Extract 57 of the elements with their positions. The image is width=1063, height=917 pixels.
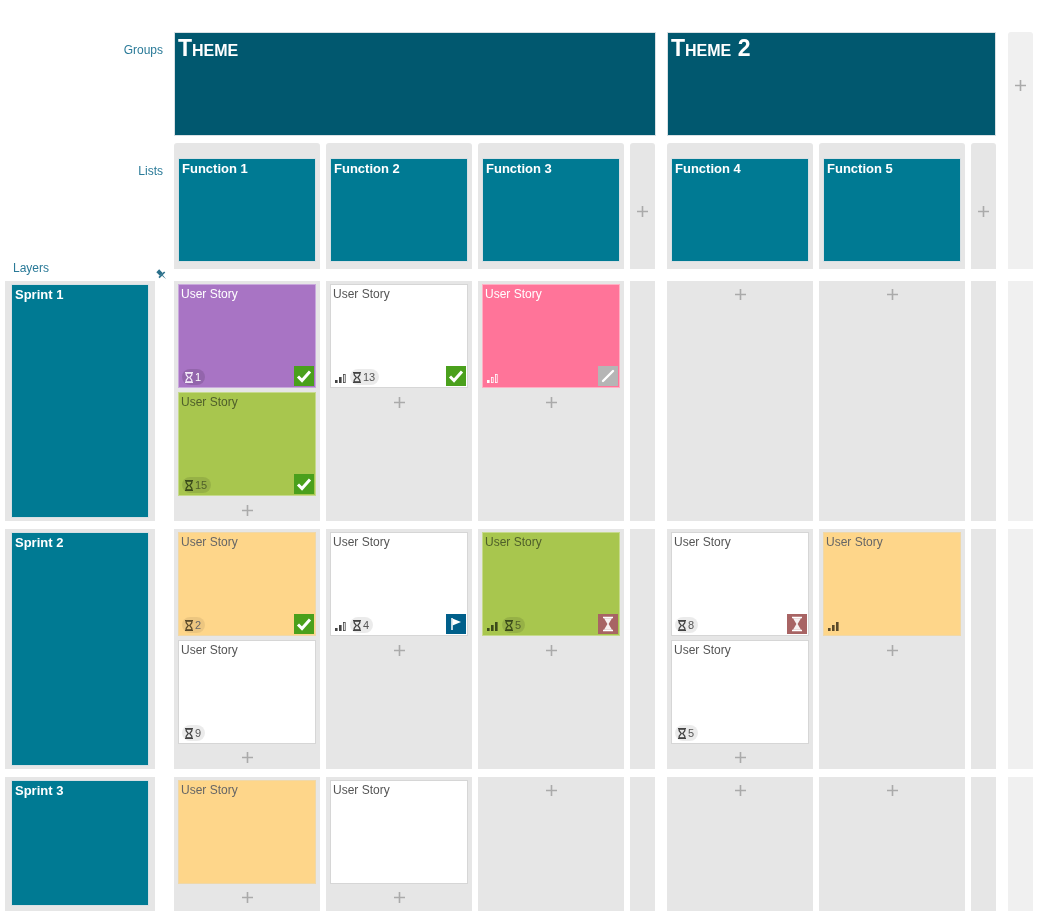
card-title: User Story xyxy=(333,535,390,549)
card-title: User Story xyxy=(485,535,542,549)
layer-header xyxy=(11,284,149,518)
group-title: Theme xyxy=(178,34,239,62)
story-card xyxy=(330,284,468,388)
estimate-value: 15 xyxy=(195,478,208,493)
group-header xyxy=(667,32,996,136)
estimate-value: 9 xyxy=(195,726,202,741)
card-title: User Story xyxy=(333,783,390,797)
group-title: Theme 2 xyxy=(671,34,751,62)
section-label: Groups xyxy=(123,43,163,57)
card-title: User Story xyxy=(181,287,238,301)
estimate-value: 5 xyxy=(688,726,695,741)
card-title: User Story xyxy=(674,535,731,549)
card-title: User Story xyxy=(181,783,238,797)
list-header xyxy=(178,158,316,262)
layer-header xyxy=(11,780,149,906)
card-title: User Story xyxy=(181,643,238,657)
estimate-value: 13 xyxy=(363,370,376,385)
layer-title: Sprint 3 xyxy=(15,782,64,800)
card-title: User Story xyxy=(485,287,542,301)
story-card xyxy=(482,532,620,636)
card-title: User Story xyxy=(826,535,883,549)
card-title: User Story xyxy=(674,643,731,657)
story-card xyxy=(823,532,961,636)
story-card xyxy=(178,532,316,636)
list-header xyxy=(330,158,468,262)
list-header xyxy=(671,158,809,262)
card-title: User Story xyxy=(181,395,238,409)
story-card xyxy=(671,532,809,636)
list-header xyxy=(823,158,961,262)
story-card xyxy=(671,640,809,744)
story-card xyxy=(330,532,468,636)
list-header xyxy=(482,158,620,262)
list-title: Function 5 xyxy=(827,160,893,178)
group-header xyxy=(174,32,656,136)
layer-header xyxy=(11,532,149,766)
list-title: Function 1 xyxy=(182,160,248,178)
estimate-value: 4 xyxy=(363,618,370,633)
layer-title: Sprint 1 xyxy=(15,286,64,304)
list-title: Function 4 xyxy=(675,160,741,178)
list-title: Function 2 xyxy=(334,160,400,178)
story-card xyxy=(178,392,316,496)
story-card xyxy=(178,284,316,388)
estimate-value: 1 xyxy=(195,370,202,385)
estimate-value: 2 xyxy=(195,618,202,633)
section-label: Lists xyxy=(138,164,163,178)
story-card xyxy=(482,284,620,388)
estimate-value: 8 xyxy=(688,618,695,633)
card-title: User Story xyxy=(333,287,390,301)
card-title: User Story xyxy=(181,535,238,549)
story-card xyxy=(178,780,316,884)
estimate-value: 5 xyxy=(515,618,522,633)
story-card xyxy=(178,640,316,744)
story-card xyxy=(330,780,468,884)
list-title: Function 3 xyxy=(486,160,552,178)
layer-title: Sprint 2 xyxy=(15,534,64,552)
